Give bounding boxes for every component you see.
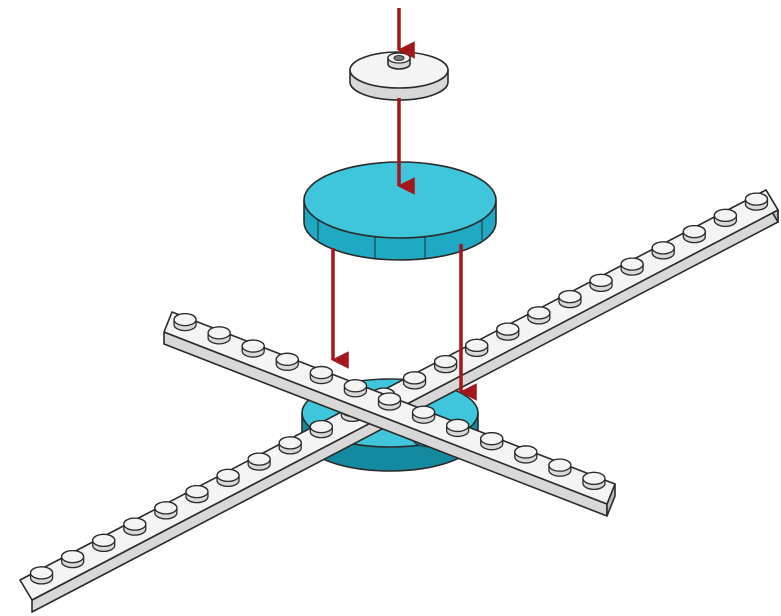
stud: [309, 365, 333, 385]
stud: [527, 306, 551, 325]
stud: [60, 549, 85, 569]
assembly-arrows: [331, 8, 477, 401]
stud: [446, 418, 470, 438]
stud: [377, 392, 402, 411]
stud: [682, 224, 706, 244]
stud: [582, 471, 606, 490]
stud: [185, 484, 209, 504]
stud: [548, 458, 572, 477]
stud: [92, 533, 116, 552]
stud: [275, 352, 299, 371]
stud: [343, 379, 368, 398]
stud: [123, 517, 147, 536]
stud: [651, 241, 675, 260]
stud: [411, 405, 436, 424]
stud: [589, 273, 613, 292]
stud: [514, 445, 538, 464]
stud: [173, 312, 197, 332]
white-round-plate-with-hole: [349, 51, 449, 101]
stud: [465, 338, 489, 357]
stud: [207, 326, 231, 345]
stud: [29, 566, 54, 585]
stud: [496, 322, 520, 341]
stud: [247, 452, 271, 471]
stud: [558, 289, 582, 309]
stud: [216, 468, 240, 487]
stud: [480, 432, 504, 451]
stud: [309, 419, 333, 439]
stud: [433, 354, 458, 374]
white-plate-1x16-cross: [163, 311, 616, 517]
stud: [154, 501, 178, 520]
stud: [241, 339, 265, 358]
stud: [744, 192, 769, 211]
stud: [620, 257, 644, 276]
stud: [402, 371, 427, 390]
top-round-plate: [303, 161, 497, 261]
stud: [713, 208, 738, 227]
stud: [278, 436, 302, 455]
